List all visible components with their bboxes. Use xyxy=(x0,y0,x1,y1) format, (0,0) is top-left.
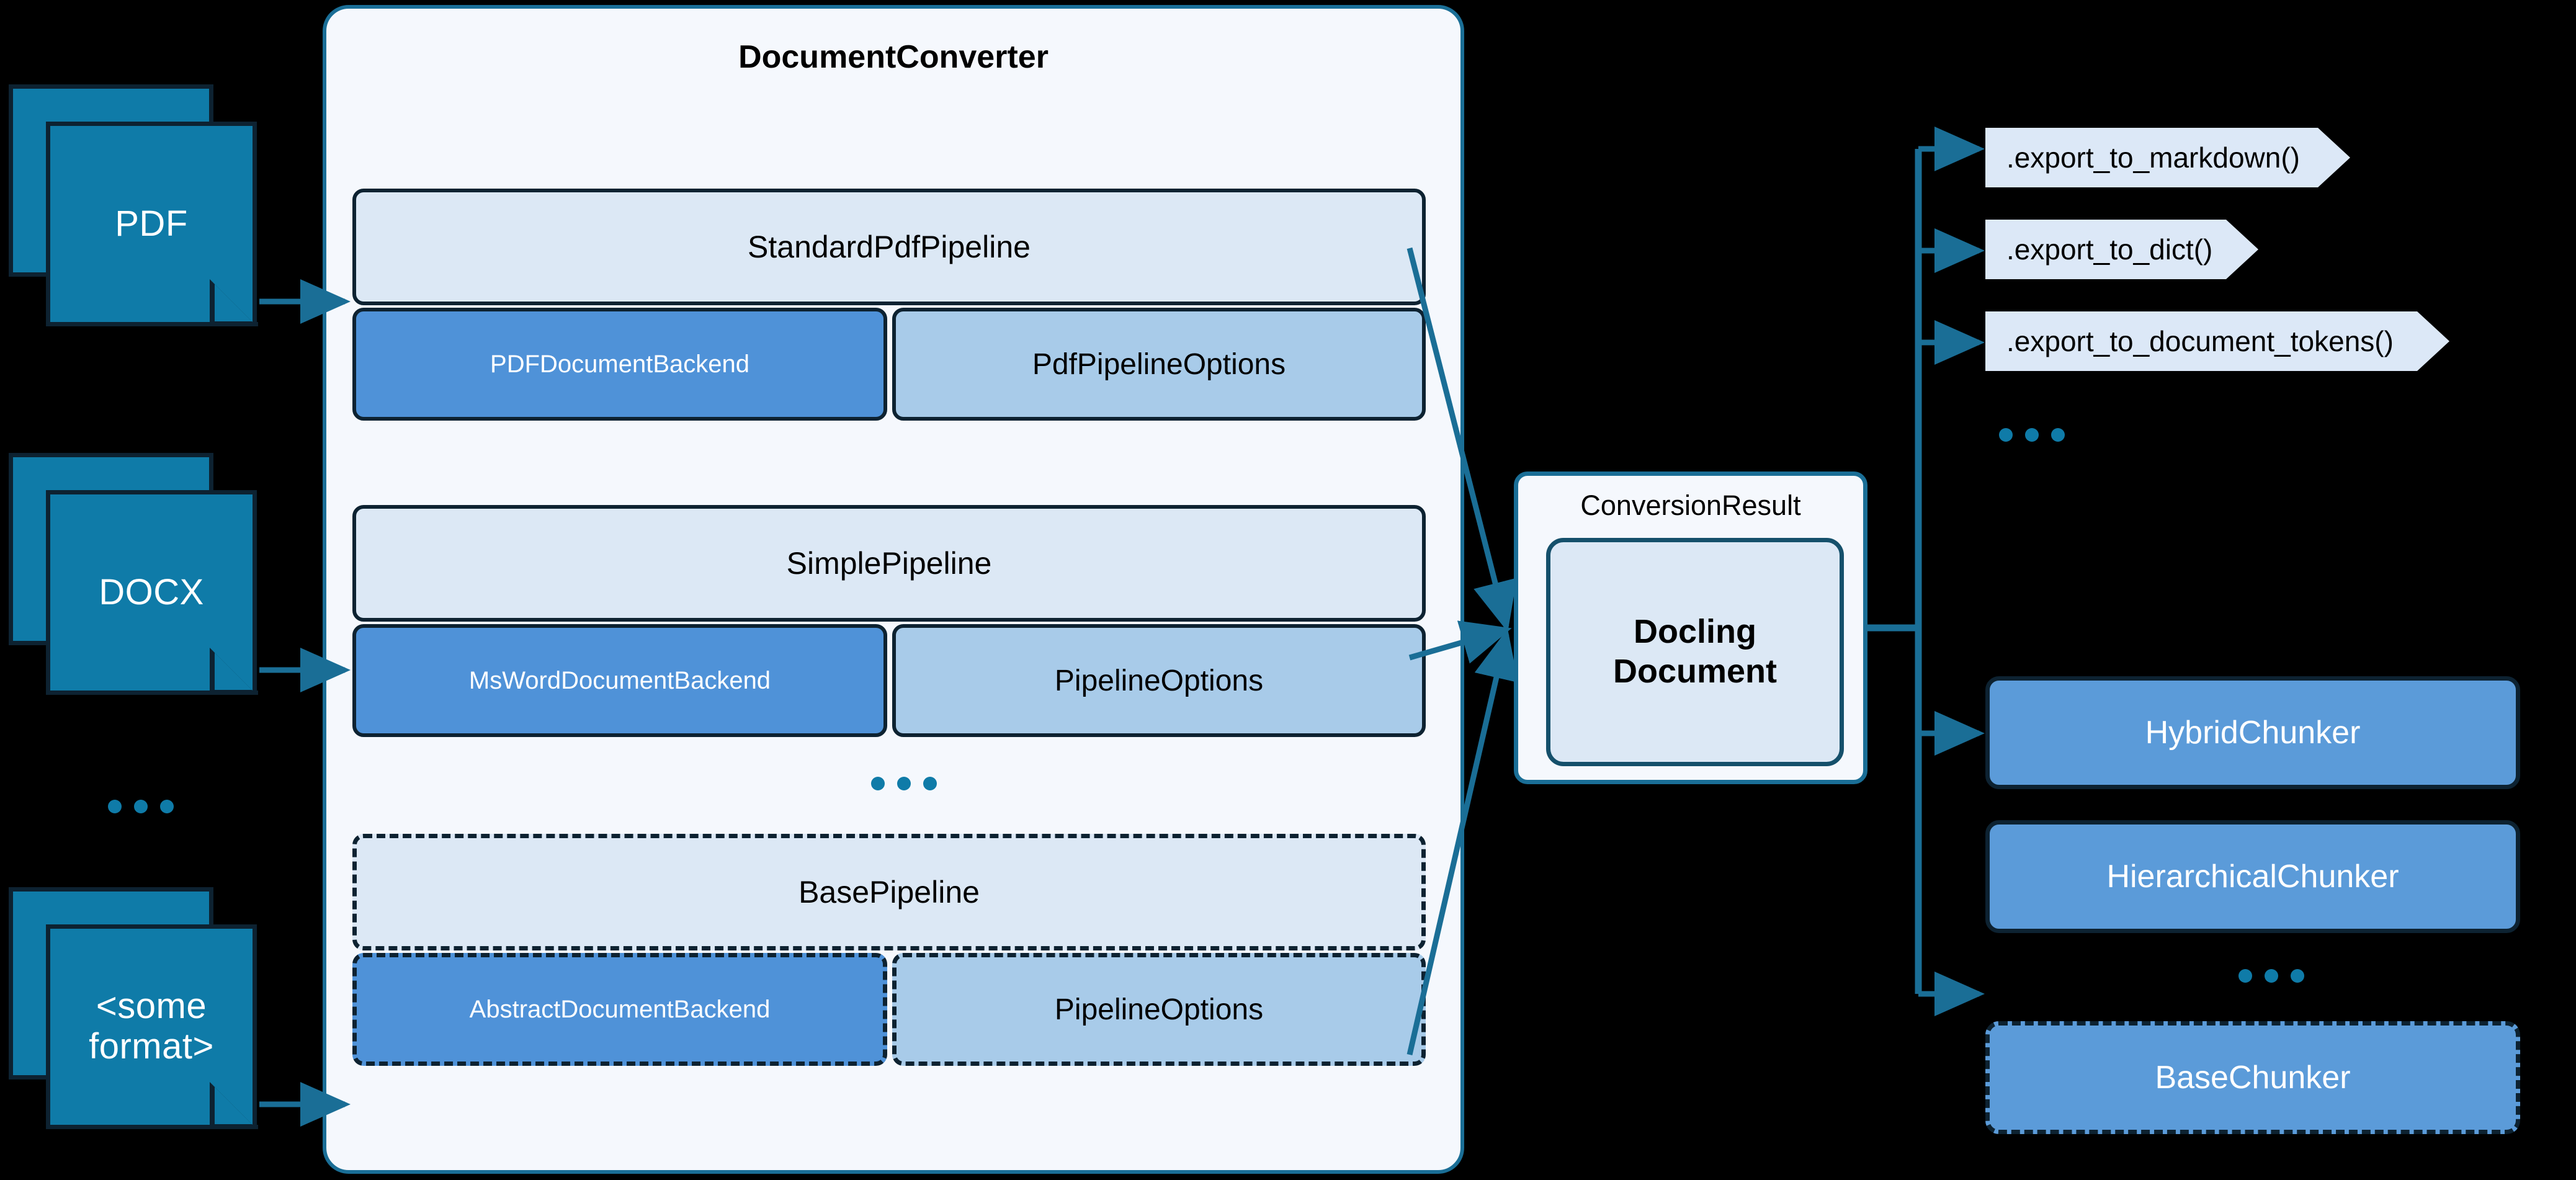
pipeline-name-standard-pdf: StandardPdfPipeline xyxy=(352,189,1426,305)
export-label-document-tokens: .export_to_document_tokens() xyxy=(2006,325,2394,357)
options-box-simple[interactable]: PipelineOptions xyxy=(892,624,1426,737)
backend-box-abstract[interactable]: AbstractDocumentBackend xyxy=(352,953,887,1066)
options-box-base[interactable]: PipelineOptions xyxy=(892,953,1426,1066)
page-fold-inner-icon xyxy=(215,653,252,690)
chunker-box-hierarchical[interactable]: HierarchicalChunker xyxy=(1985,820,2520,933)
input-doc-pdf[interactable]: PDF xyxy=(9,84,275,333)
conversion-result-label: ConversionResult xyxy=(1580,489,1801,521)
page-fold-edge-icon xyxy=(213,691,258,695)
docling-document-line2: Document xyxy=(1612,653,1777,690)
export-ellipsis xyxy=(1999,428,2065,442)
pipeline-row: PDFDocumentBackend PdfPipelineOptions xyxy=(352,308,1426,421)
pipeline-ellipsis xyxy=(871,777,937,790)
page-fold-edge-icon xyxy=(213,322,258,326)
chunker-ellipsis xyxy=(2238,969,2304,983)
chunker-label-base: BaseChunker xyxy=(2155,1060,2351,1096)
export-to-document-tokens-chevron[interactable]: .export_to_document_tokens() xyxy=(1985,311,2449,371)
docling-document-box[interactable]: Docling Document xyxy=(1546,538,1844,766)
export-to-markdown-chevron[interactable]: .export_to_markdown() xyxy=(1985,128,2350,187)
export-label-dict: .export_to_dict() xyxy=(2006,233,2213,266)
trunk-branch-arrows xyxy=(1918,127,1985,1016)
pipeline-row: AbstractDocumentBackend PipelineOptions xyxy=(352,953,1426,1066)
pipeline-group-simple[interactable]: SimplePipeline MsWordDocumentBackend Pip… xyxy=(352,505,1426,737)
pipeline-group-base[interactable]: BasePipeline AbstractDocumentBackend Pip… xyxy=(352,834,1426,1066)
export-to-dict-chevron[interactable]: .export_to_dict() xyxy=(1985,220,2258,279)
page-title: DocumentConverter xyxy=(738,39,1049,75)
backend-box-msword[interactable]: MsWordDocumentBackend xyxy=(352,624,887,737)
conversion-result-panel: ConversionResult Docling Document xyxy=(1514,472,1867,784)
chunker-label-hierarchical: HierarchicalChunker xyxy=(2106,859,2399,895)
input-label-other-line1: <some xyxy=(96,986,207,1027)
page-fold-inner-icon xyxy=(215,1087,252,1124)
input-label-other-line2: format> xyxy=(89,1026,214,1066)
chunker-box-base[interactable]: BaseChunker xyxy=(1985,1021,2520,1134)
options-box-pdf[interactable]: PdfPipelineOptions xyxy=(892,308,1426,421)
input-doc-other-format[interactable]: <some format> xyxy=(9,887,275,1135)
docling-document-line1: Docling xyxy=(1634,613,1756,651)
doc-front-sheet: PDF xyxy=(46,122,257,326)
input-doc-docx[interactable]: DOCX xyxy=(9,453,275,701)
export-label-markdown: .export_to_markdown() xyxy=(2006,141,2300,174)
backend-box-pdf[interactable]: PDFDocumentBackend xyxy=(352,308,887,421)
input-ellipsis xyxy=(108,800,174,813)
document-converter-panel: DocumentConverter StandardPdfPipeline PD… xyxy=(323,5,1464,1174)
input-label-docx: DOCX xyxy=(99,571,204,612)
chunker-label-hybrid: HybridChunker xyxy=(2145,715,2361,751)
chunker-box-hybrid[interactable]: HybridChunker xyxy=(1985,676,2520,789)
pipeline-row: MsWordDocumentBackend PipelineOptions xyxy=(352,624,1426,737)
page-fold-edge-icon xyxy=(213,1125,258,1129)
input-label-pdf: PDF xyxy=(115,203,188,244)
pipeline-group-standard-pdf[interactable]: StandardPdfPipeline PDFDocumentBackend P… xyxy=(352,189,1426,421)
page-fold-inner-icon xyxy=(215,284,252,321)
result-to-trunk-line xyxy=(1867,149,1922,994)
pipeline-name-simple: SimplePipeline xyxy=(352,505,1426,622)
pipeline-name-base: BasePipeline xyxy=(352,834,1426,950)
